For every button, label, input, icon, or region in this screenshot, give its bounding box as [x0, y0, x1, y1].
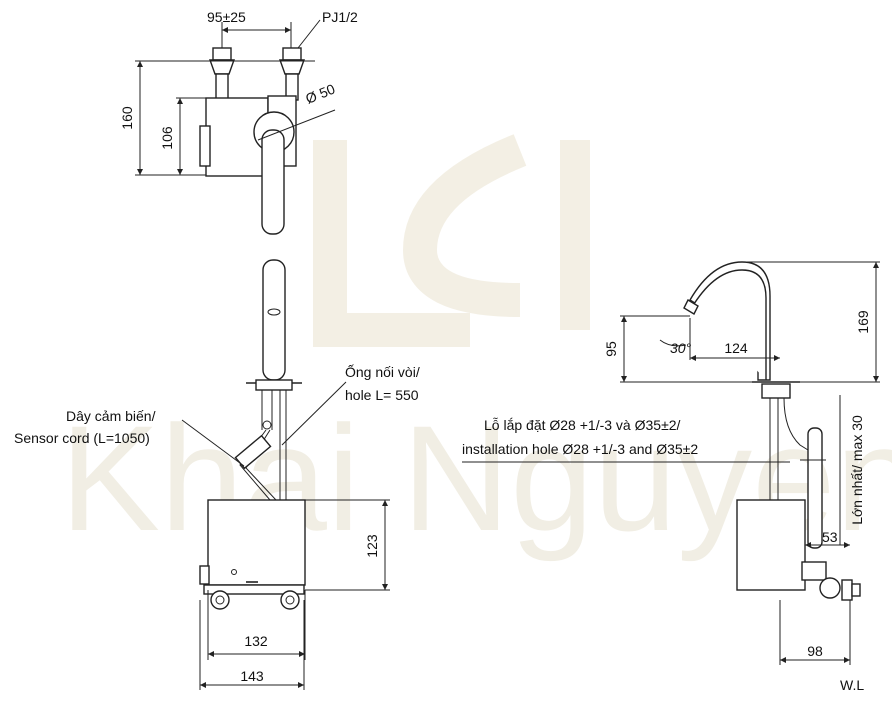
dim-thickness: Lớn nhất/ max 30	[849, 415, 865, 525]
dim-offset: 53	[822, 529, 838, 545]
dim-outer-width: 143	[240, 668, 264, 684]
watermark-logo	[313, 134, 590, 347]
dim-body-height: 106	[159, 126, 175, 150]
front-view: Dây cảm biến/ Sensor cord (L=1050) Ống n…	[14, 259, 420, 690]
wl-label: W.L	[840, 677, 864, 693]
dim-box-height: 123	[364, 534, 380, 558]
dim-depth: 98	[807, 643, 823, 659]
sensor-cord-label-vi: Dây cảm biến/	[66, 408, 156, 424]
dim-reach: 124	[724, 340, 748, 356]
sensor-cord-label-en: Sensor cord (L=1050)	[14, 430, 150, 446]
install-hole-en: installation hole Ø28 +1/-3 and Ø35±2	[462, 441, 698, 457]
thread-label: PJ1/2	[322, 9, 358, 25]
dim-inner-width: 132	[244, 633, 268, 649]
dim-spout-height: 95	[603, 341, 619, 357]
dim-diameter: Ø 50	[303, 80, 337, 106]
top-view: 95±25 PJ1/2 160 106 Ø 50	[119, 9, 358, 235]
hose-label-vi: Ống nối vòi/	[345, 363, 420, 380]
dim-spacing: 95±25	[207, 9, 246, 25]
dim-total-height-side: 169	[855, 310, 871, 334]
hose-label-en: hole L= 550	[345, 387, 419, 403]
dim-angle: 30°	[670, 340, 692, 356]
side-view: 95 30° 124 169 Lỗ lắp đặt Ø28 +1/-3 và Ø…	[462, 261, 880, 693]
install-hole-vi: Lỗ lắp đặt Ø28 +1/-3 và Ø35±2/	[484, 417, 681, 433]
dim-total-height-top: 160	[119, 106, 135, 130]
